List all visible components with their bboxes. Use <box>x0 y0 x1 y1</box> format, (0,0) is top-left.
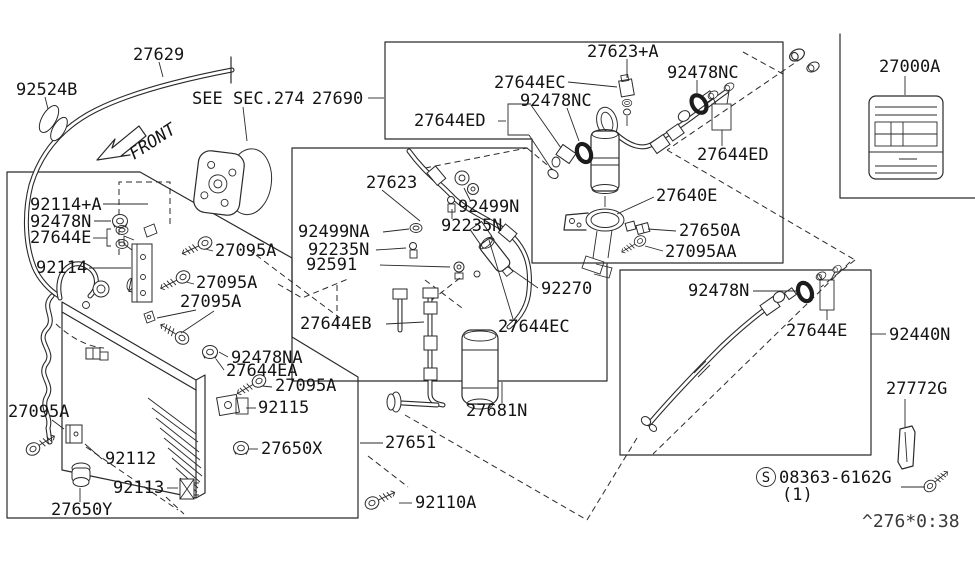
part-label-27095A-2[interactable]: 27095A <box>196 273 257 293</box>
part-label-27690[interactable]: 27690 <box>312 89 363 109</box>
hose-92440N-drawing <box>640 263 843 432</box>
part-label-27644ED-left[interactable]: 27644ED <box>414 111 486 131</box>
part-label-27644EC-top[interactable]: 27644EC <box>494 73 566 93</box>
part-label-27644E-right[interactable]: 27644E <box>786 321 847 341</box>
oring-92478NC-right <box>689 93 709 115</box>
part-label-27650Y[interactable]: 27650Y <box>51 500 112 520</box>
grommet-92524B <box>50 116 68 142</box>
standard-part-symbol: S <box>756 467 776 487</box>
part-label-27640E[interactable]: 27640E <box>656 186 717 206</box>
nut-27650X <box>233 441 249 455</box>
part-label-27095A-3[interactable]: 27095A <box>180 292 241 312</box>
part-label-92235N-b[interactable]: 92235N <box>308 240 369 260</box>
part-labels: 27629 92524B SEE SEC.274 27690 27623+A 2… <box>8 42 950 520</box>
part-label-92440N[interactable]: 92440N <box>889 325 950 345</box>
part-label-27644EA[interactable]: 27644EA <box>226 361 298 381</box>
part-label-27623A[interactable]: 27623+A <box>587 42 659 62</box>
see-sec-274-note[interactable]: SEE SEC.274 <box>192 89 305 109</box>
part-label-92235N-a[interactable]: 92235N <box>441 216 502 236</box>
part-label-27095A-4[interactable]: 27095A <box>275 376 336 396</box>
part-label-27095A-5[interactable]: 27095A <box>8 402 69 422</box>
oring-92478N-right <box>795 280 815 304</box>
part-label-27772G[interactable]: 27772G <box>886 379 947 399</box>
part-label-92524B[interactable]: 92524B <box>16 80 77 100</box>
screw-symbol-S: S <box>762 470 770 486</box>
part-label-92113[interactable]: 92113 <box>113 478 164 498</box>
part-label-92110A[interactable]: 92110A <box>415 493 476 513</box>
part-label-27644ED-right[interactable]: 27644ED <box>697 145 769 165</box>
diagram-code: ^276*0:38 <box>862 511 960 532</box>
front-direction-label: FRONT <box>126 119 181 165</box>
part-label-27629[interactable]: 27629 <box>133 45 184 65</box>
front-arrow <box>96 125 147 161</box>
part-label-27681N[interactable]: 27681N <box>466 401 527 421</box>
leader-lines <box>44 59 925 504</box>
compressor-drawing <box>193 148 273 216</box>
part-label-92114A[interactable]: 92114+A <box>30 195 102 215</box>
part-label-27644E-left[interactable]: 27644E <box>30 228 91 248</box>
label-tag-box <box>839 33 975 199</box>
spec-label-27000A-drawing <box>868 95 944 180</box>
part-label-92478NC-left[interactable]: 92478NC <box>520 91 592 111</box>
assembly-group-boxes <box>6 33 975 519</box>
part-label-27644EB[interactable]: 27644EB <box>300 314 372 334</box>
part-label-27650A[interactable]: 27650A <box>679 221 740 241</box>
part-label-08363-6162G[interactable]: 08363-6162G <box>779 468 892 488</box>
oring-92478NC-left <box>574 141 594 165</box>
part-label-27095AA[interactable]: 27095AA <box>665 242 737 262</box>
part-label-92115[interactable]: 92115 <box>258 398 309 418</box>
dashed-connector-lines <box>55 51 856 521</box>
part-label-27651[interactable]: 27651 <box>385 433 436 453</box>
part-label-92478NC-right[interactable]: 92478NC <box>667 63 739 83</box>
receiver-drier-assembly-drawing <box>547 45 822 279</box>
part-label-27000A[interactable]: 27000A <box>879 57 940 77</box>
part-label-92499N[interactable]: 92499N <box>458 197 519 217</box>
top-assembly-box <box>384 41 784 264</box>
part-label-27095A-1[interactable]: 27095A <box>215 241 276 261</box>
part-label-92478NA[interactable]: 92478NA <box>231 348 303 368</box>
part-label-92478N-left[interactable]: 92478N <box>30 212 91 232</box>
left-assembly-box <box>6 171 359 519</box>
part-label-92112[interactable]: 92112 <box>105 449 156 469</box>
part-label-27623[interactable]: 27623 <box>366 173 417 193</box>
bracket-27772G-drawing <box>897 425 952 495</box>
middle-assembly-box <box>291 147 608 382</box>
part-label-92270[interactable]: 92270 <box>541 279 592 299</box>
part-label-27644EC-mid[interactable]: 27644EC <box>498 317 570 337</box>
nut-92478NA <box>202 345 218 359</box>
right-assembly-box <box>619 269 872 456</box>
hose-assembly-27681N-drawing <box>386 148 532 413</box>
condenser-mounting-hardware <box>23 214 398 512</box>
part-qty-1: (1) <box>782 485 813 505</box>
pipe-27629-drawing <box>23 56 235 299</box>
part-label-92114[interactable]: 92114 <box>36 258 87 278</box>
part-label-92499NA[interactable]: 92499NA <box>298 222 370 242</box>
part-label-27650X[interactable]: 27650X <box>261 439 323 459</box>
part-label-92478N-right[interactable]: 92478N <box>688 281 749 301</box>
part-label-92591[interactable]: 92591 <box>306 255 357 275</box>
